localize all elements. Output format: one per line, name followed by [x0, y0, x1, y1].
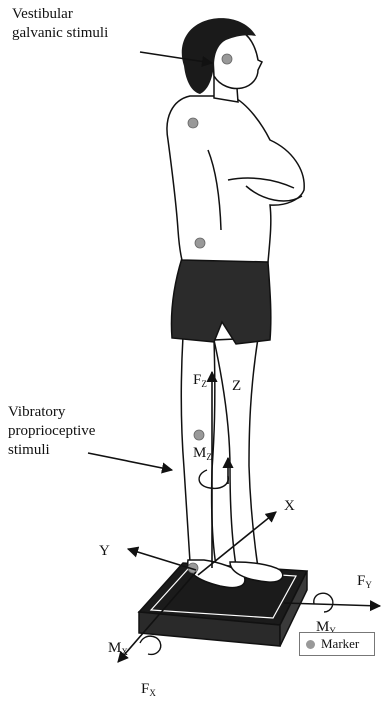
y-axis: [128, 549, 196, 570]
legend-label: Marker: [321, 636, 359, 652]
fy-label: FY: [357, 573, 372, 593]
mx-rotation: [140, 636, 161, 654]
vestibular-label: Vestibular galvanic stimuli: [12, 5, 108, 43]
y-label: Y: [99, 543, 110, 559]
my-rotation: [314, 593, 333, 612]
legend-box: Marker: [299, 632, 375, 656]
marker-shoulder: [188, 118, 198, 128]
shorts: [171, 258, 270, 344]
mz-label: MZ: [193, 445, 212, 465]
marker-knee: [194, 430, 204, 440]
fz-label: FZ: [193, 372, 207, 392]
mx-label: MX: [108, 640, 128, 660]
x-label: X: [284, 498, 295, 514]
fx-label: FX: [141, 681, 156, 701]
vibratory-arrow: [88, 453, 172, 470]
z-label: Z: [232, 378, 241, 394]
marker-hip: [195, 238, 205, 248]
vibratory-label: Vibratory proprioceptive stimuli: [8, 403, 95, 460]
torso: [167, 96, 304, 262]
marker-head: [222, 54, 232, 64]
marker-legend-icon: [306, 640, 315, 649]
